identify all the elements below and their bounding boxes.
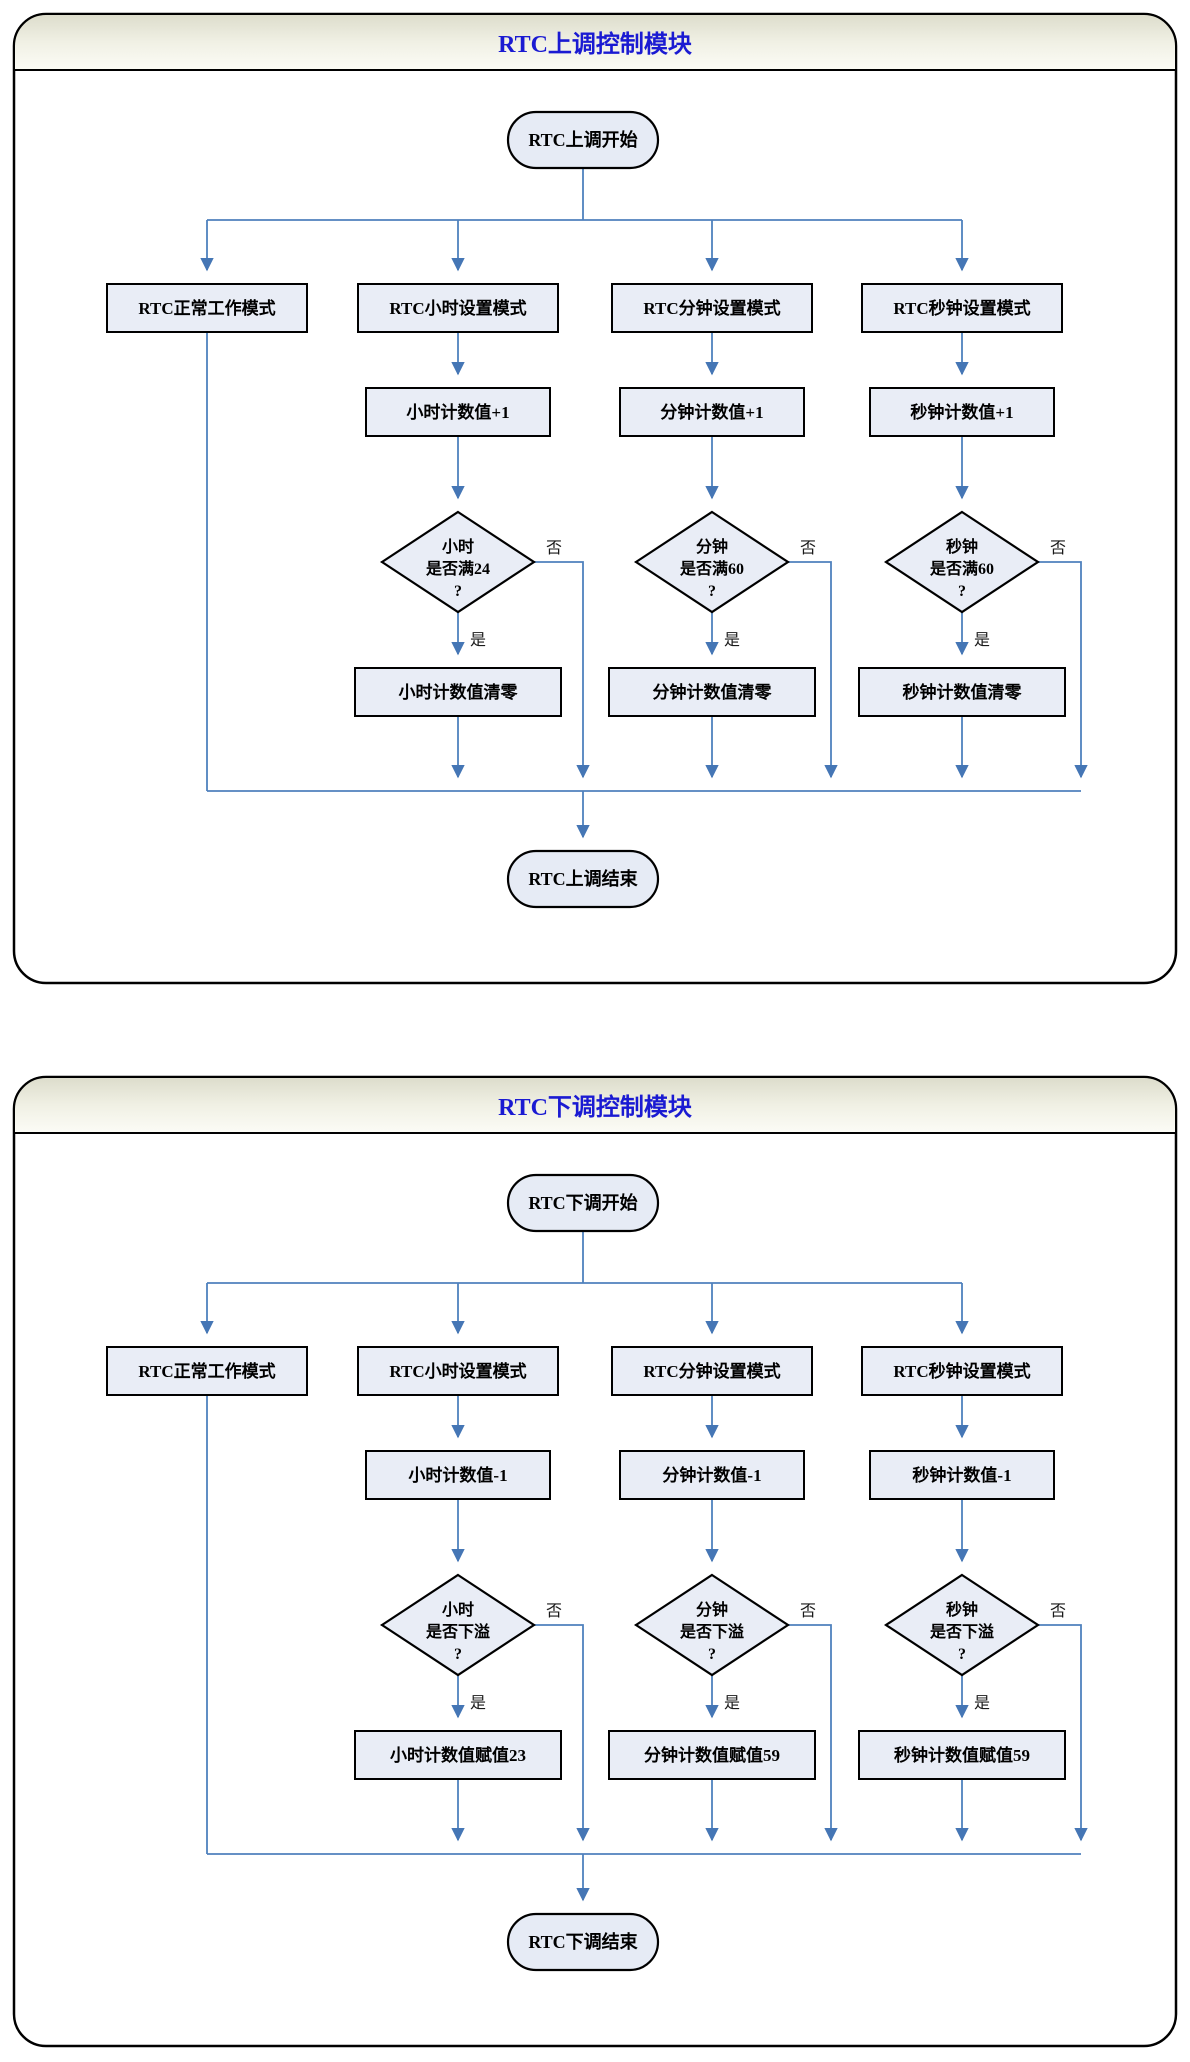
node-minute-action bbox=[608, 1730, 816, 1780]
decision-second bbox=[883, 1573, 1041, 1677]
decision-minute-line1: 分钟 bbox=[696, 537, 728, 556]
node-hour-action-label: 小时计数值赋值23 bbox=[390, 1745, 526, 1765]
connector-no-bypass-minute bbox=[788, 1624, 838, 1842]
decision-hour-line2: 是否下溢 bbox=[425, 1622, 490, 1641]
node-minute-mode-label: RTC分钟设置模式 bbox=[643, 298, 780, 318]
decision-second-line3: ? bbox=[958, 1646, 966, 1663]
panel-title-bar bbox=[13, 1076, 1177, 1134]
node-hour-action bbox=[354, 1730, 562, 1780]
decision-second-line2: 是否满60 bbox=[929, 560, 994, 578]
connector-no-bypass-hour bbox=[534, 561, 590, 779]
node-minute-mode bbox=[611, 283, 813, 333]
start-node-label: RTC下调开始 bbox=[528, 1192, 637, 1213]
node-hour-mode bbox=[357, 1346, 559, 1396]
label-no-minute: 否 bbox=[800, 1603, 816, 1620]
node-minute-step-label: 分钟计数值+1 bbox=[660, 402, 763, 422]
node-minute-action-label: 分钟计数值赋值59 bbox=[644, 1745, 780, 1765]
connector-no-bypass-second bbox=[1038, 1624, 1088, 1842]
start-node bbox=[506, 1173, 660, 1233]
end-node bbox=[506, 1912, 660, 1972]
node-minute-step bbox=[619, 387, 805, 437]
node-normal-mode bbox=[106, 1346, 308, 1396]
decision-minute bbox=[633, 510, 791, 614]
connectors bbox=[200, 168, 1088, 839]
node-minute-action bbox=[608, 667, 816, 717]
decision-hour-line3: ? bbox=[454, 583, 462, 600]
node-second-mode bbox=[861, 283, 1063, 333]
node-hour-action-label: 小时计数值清零 bbox=[399, 682, 519, 702]
node-second-action bbox=[858, 667, 1066, 717]
decision-hour bbox=[379, 1573, 537, 1677]
label-yes-minute: 是 bbox=[724, 632, 740, 649]
decision-hour bbox=[379, 510, 537, 614]
decision-hour-line2: 是否满24 bbox=[425, 560, 490, 578]
decision-minute-line2: 是否满60 bbox=[679, 560, 744, 578]
node-second-step bbox=[869, 387, 1055, 437]
connector-no-bypass-hour bbox=[534, 1624, 590, 1842]
decision-hour-line3: ? bbox=[454, 1646, 462, 1663]
decision-second-line1: 秒钟 bbox=[946, 537, 978, 556]
node-second-action-label: 秒钟计数值赋值59 bbox=[894, 1745, 1030, 1765]
node-hour-action bbox=[354, 667, 562, 717]
label-yes-minute: 是 bbox=[724, 1695, 740, 1712]
panel-down-adjust: RTC下调控制模块 bbox=[12, 1075, 1178, 2048]
decision-second-line1: 秒钟 bbox=[946, 1600, 978, 1619]
node-hour-mode-label: RTC小时设置模式 bbox=[389, 298, 526, 318]
connector-no-bypass-second bbox=[1038, 561, 1088, 779]
decision-second-line3: ? bbox=[958, 583, 966, 600]
node-hour-mode bbox=[357, 283, 559, 333]
start-node-label: RTC上调开始 bbox=[528, 129, 637, 150]
node-second-action-label: 秒钟计数值清零 bbox=[903, 682, 1023, 702]
node-hour-mode-label: RTC小时设置模式 bbox=[389, 1361, 526, 1381]
panel-title: RTC下调控制模块 bbox=[498, 1093, 692, 1121]
label-no-second: 否 bbox=[1050, 1603, 1066, 1620]
decision-second bbox=[883, 510, 1041, 614]
node-hour-step bbox=[365, 387, 551, 437]
label-yes-second: 是 bbox=[974, 632, 990, 649]
label-no-hour: 否 bbox=[546, 540, 562, 557]
node-hour-step-label: 小时计数值-1 bbox=[408, 1465, 507, 1485]
panel-title: RTC上调控制模块 bbox=[498, 30, 692, 58]
node-minute-action-label: 分钟计数值清零 bbox=[653, 682, 773, 702]
node-hour-step bbox=[365, 1450, 551, 1500]
node-normal-mode-label: RTC正常工作模式 bbox=[138, 1361, 275, 1381]
label-no-minute: 否 bbox=[800, 540, 816, 557]
node-second-step-label: 秒钟计数值+1 bbox=[910, 402, 1013, 422]
decision-minute-line2: 是否下溢 bbox=[679, 1622, 744, 1641]
decision-minute-line3: ? bbox=[708, 583, 716, 600]
decision-second-line2: 是否下溢 bbox=[929, 1622, 994, 1641]
node-minute-mode-label: RTC分钟设置模式 bbox=[643, 1361, 780, 1381]
node-normal-mode bbox=[106, 283, 308, 333]
connector-no-bypass-minute bbox=[788, 561, 838, 779]
node-minute-mode bbox=[611, 1346, 813, 1396]
node-second-step-label: 秒钟计数值-1 bbox=[912, 1465, 1011, 1485]
label-no-second: 否 bbox=[1050, 540, 1066, 557]
label-no-hour: 否 bbox=[546, 1603, 562, 1620]
decision-minute bbox=[633, 1573, 791, 1677]
node-minute-step-label: 分钟计数值-1 bbox=[662, 1465, 761, 1485]
decision-hour-line1: 小时 bbox=[442, 538, 474, 556]
node-second-mode-label: RTC秒钟设置模式 bbox=[893, 298, 1030, 318]
node-second-action bbox=[858, 1730, 1066, 1780]
node-minute-step bbox=[619, 1450, 805, 1500]
decision-minute-line1: 分钟 bbox=[696, 1600, 728, 1619]
label-yes-hour: 是 bbox=[470, 1695, 486, 1712]
node-second-step bbox=[869, 1450, 1055, 1500]
connectors bbox=[200, 1231, 1088, 1902]
decision-minute-line3: ? bbox=[708, 1646, 716, 1663]
node-second-mode-label: RTC秒钟设置模式 bbox=[893, 1361, 1030, 1381]
label-yes-hour: 是 bbox=[470, 632, 486, 649]
decision-hour-line1: 小时 bbox=[442, 1601, 474, 1619]
node-normal-mode-label: RTC正常工作模式 bbox=[138, 298, 275, 318]
end-node bbox=[506, 849, 660, 909]
node-second-mode bbox=[861, 1346, 1063, 1396]
node-hour-step-label: 小时计数值+1 bbox=[406, 402, 509, 422]
label-yes-second: 是 bbox=[974, 1695, 990, 1712]
end-node-label: RTC上调结束 bbox=[528, 868, 638, 889]
panel-up-adjust: RTC上调控制模块 bbox=[12, 12, 1178, 985]
end-node-label: RTC下调结束 bbox=[528, 1931, 638, 1952]
start-node bbox=[506, 110, 660, 170]
panel-title-bar bbox=[13, 13, 1177, 71]
